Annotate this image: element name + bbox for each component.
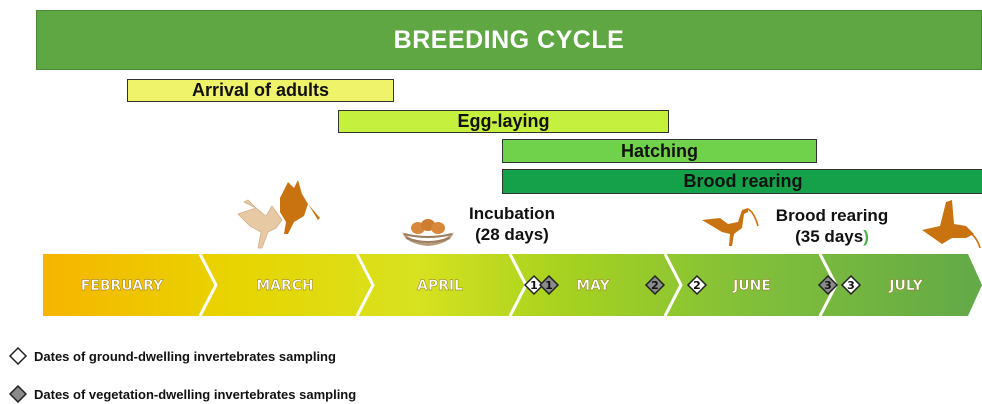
- brood-duration-paren: ): [863, 227, 869, 246]
- gray-diamond-icon: [8, 385, 28, 403]
- nest-with-eggs-icon: [398, 210, 458, 250]
- ground-marker-2-label: 2: [693, 279, 701, 292]
- brood-duration-text: (35 days: [795, 227, 863, 246]
- curlew-icon: [698, 202, 760, 248]
- vegetation-marker-2-label: 2: [651, 279, 659, 292]
- legend-ground: Dates of ground-dwelling invertebrates s…: [8, 347, 336, 365]
- courting-birds-icon: [228, 178, 328, 250]
- month-mar-label: MARCH: [256, 278, 314, 294]
- breeding-cycle-banner: BREEDING CYCLE: [36, 10, 982, 70]
- phase-brood-rearing-bar: Brood rearing: [502, 169, 982, 194]
- month-jul-label: JULY: [888, 278, 923, 294]
- legend-vegetation: Dates of vegetation-dwelling invertebrat…: [8, 385, 356, 403]
- phase-egg-laying-bar: Egg-laying: [338, 110, 669, 133]
- ground-marker-3-label: 3: [847, 279, 855, 292]
- vegetation-marker-3-label: 3: [824, 279, 832, 292]
- incubation-label: Incubation (28 days): [452, 203, 572, 245]
- white-diamond-icon: [8, 347, 28, 365]
- brood-rearing-duration: (35 days): [762, 226, 902, 247]
- month-feb-label: FEBRUARY: [81, 278, 164, 294]
- incubation-duration: (28 days): [452, 224, 572, 245]
- month-apr-label: APRIL: [417, 278, 463, 294]
- ground-marker-1-label: 1: [530, 279, 538, 292]
- brood-rearing-title: Brood rearing: [762, 205, 902, 226]
- legend-ground-label: Dates of ground-dwelling invertebrates s…: [34, 349, 336, 364]
- flying-curlew-icon: [912, 196, 982, 248]
- incubation-title: Incubation: [452, 203, 572, 224]
- phase-hatching-bar: Hatching: [502, 139, 817, 163]
- month-may-label: MAY: [576, 278, 610, 294]
- legend-vegetation-label: Dates of vegetation-dwelling invertebrat…: [34, 387, 356, 402]
- month-timeline: FEBRUARY MARCH APRIL MAY JUNE JULY 1 1 2…: [0, 252, 982, 318]
- vegetation-marker-1-label: 1: [545, 279, 553, 292]
- brood-rearing-label: Brood rearing (35 days): [762, 205, 902, 247]
- month-jun-label: JUNE: [732, 278, 771, 294]
- phase-arrival-bar: Arrival of adults: [127, 79, 394, 102]
